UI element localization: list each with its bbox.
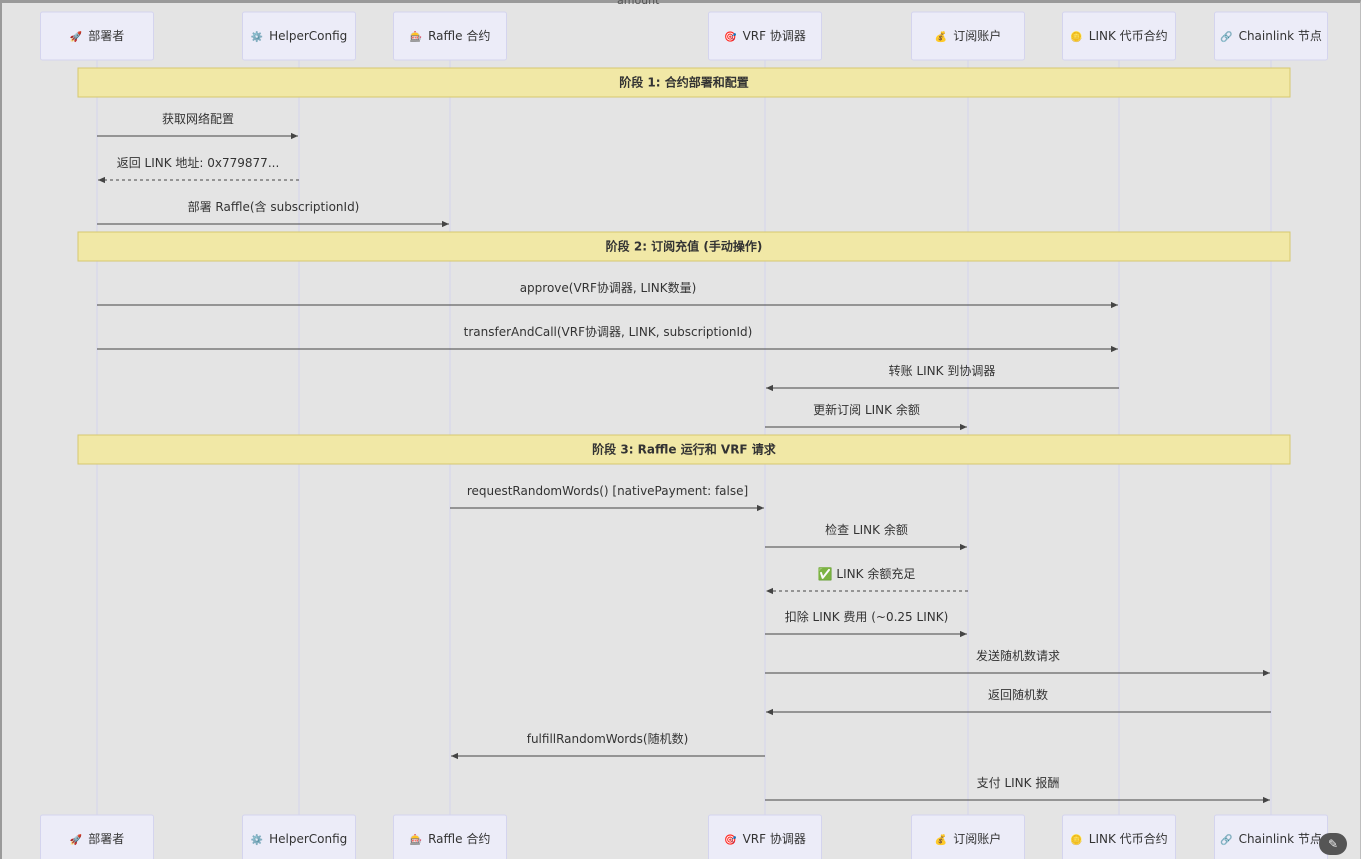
- message-label: 检查 LINK 余额: [825, 522, 908, 537]
- actor-icon: 🚀: [70, 30, 83, 43]
- actor-helper-bottom: ⚙️HelperConfig: [242, 814, 356, 859]
- actor-raffle-bottom: 🎰Raffle 合约: [393, 814, 507, 859]
- message-9: 检查 LINK 余额: [765, 522, 967, 551]
- actor-icon: 🎯: [724, 31, 737, 43]
- clipped-top-label: amount: [617, 0, 660, 7]
- message-label: 更新订阅 LINK 余额: [813, 402, 920, 417]
- message-label: 发送随机数请求: [976, 648, 1060, 663]
- actor-icon: 🔗: [1220, 30, 1233, 43]
- actor-icon: ⚙️: [251, 30, 263, 43]
- actor-deployer-bottom: 🚀部署者: [40, 814, 154, 859]
- message-14: fulfillRandomWords(随机数): [451, 731, 765, 760]
- message-13: 返回随机数: [766, 687, 1271, 716]
- message-3: 部署 Raffle(含 subscriptionId): [97, 199, 449, 228]
- actor-node-top: 🔗Chainlink 节点: [1214, 11, 1328, 61]
- message-label: 支付 LINK 报酬: [977, 775, 1060, 790]
- message-label: 部署 Raffle(含 subscriptionId): [188, 199, 360, 214]
- actor-label: 🔗Chainlink 节点: [1220, 29, 1322, 43]
- actor-icon: 🎯: [724, 834, 737, 846]
- actor-icon: 💰: [935, 30, 947, 43]
- magic-wand-button[interactable]: ✎: [1319, 833, 1347, 855]
- actor-label: 🪙LINK 代币合约: [1070, 831, 1167, 846]
- actor-label: 🎯VRF 协调器: [724, 831, 806, 846]
- actor-vrf-top: 🎯VRF 协调器: [708, 11, 822, 61]
- phase-note-2: 阶段 2: 订阅充值 (手动操作): [77, 231, 1291, 262]
- actor-label: 💰订阅账户: [935, 831, 1001, 846]
- message-10: ✅ LINK 余额充足: [766, 566, 968, 595]
- message-2: 返回 LINK 地址: 0x779877...: [98, 156, 299, 184]
- message-5: transferAndCall(VRF协调器, LINK, subscripti…: [97, 324, 1118, 353]
- message-label: transferAndCall(VRF协调器, LINK, subscripti…: [464, 324, 753, 339]
- actor-deployer-top: 🚀部署者: [40, 11, 154, 61]
- actor-icon: 🎰: [410, 30, 422, 43]
- actor-label: 🚀部署者: [70, 28, 124, 43]
- message-15: 支付 LINK 报酬: [765, 775, 1270, 804]
- message-label: 扣除 LINK 费用 (~0.25 LINK): [785, 609, 949, 624]
- actor-vrf-bottom: 🎯VRF 协调器: [708, 814, 822, 859]
- actor-link-bottom: 🪙LINK 代币合约: [1062, 814, 1176, 859]
- message-label: fulfillRandomWords(随机数): [527, 731, 689, 746]
- actor-label: ⚙️HelperConfig: [251, 29, 348, 43]
- actor-node-bottom: 🔗Chainlink 节点: [1214, 814, 1328, 859]
- message-label: approve(VRF协调器, LINK数量): [520, 280, 697, 295]
- actor-sub-top: 💰订阅账户: [911, 11, 1025, 61]
- message-label: 返回随机数: [988, 687, 1048, 702]
- actor-label: ⚙️HelperConfig: [251, 832, 348, 846]
- actor-icon: 🎰: [410, 833, 422, 846]
- message-6: 转账 LINK 到协调器: [766, 363, 1119, 392]
- actor-label: 💰订阅账户: [935, 28, 1001, 43]
- svg-text:阶段 2: 订阅充值 (手动操作): 阶段 2: 订阅充值 (手动操作): [606, 239, 763, 254]
- actor-raffle-top: 🎰Raffle 合约: [393, 11, 507, 61]
- actor-icon: ⚙️: [251, 833, 263, 846]
- message-8: requestRandomWords() [nativePayment: fal…: [450, 484, 764, 512]
- phase-note-1: 阶段 1: 合约部署和配置: [77, 67, 1291, 98]
- actor-sub-bottom: 💰订阅账户: [911, 814, 1025, 859]
- actor-label: 🪙LINK 代币合约: [1070, 28, 1167, 43]
- actor-label: 🔗Chainlink 节点: [1220, 832, 1322, 846]
- message-11: 扣除 LINK 费用 (~0.25 LINK): [765, 609, 967, 638]
- phase-note-3: 阶段 3: Raffle 运行和 VRF 请求: [77, 434, 1291, 465]
- message-label: requestRandomWords() [nativePayment: fal…: [467, 484, 748, 498]
- message-4: approve(VRF协调器, LINK数量): [97, 280, 1118, 309]
- actor-icon: 🔗: [1220, 833, 1233, 846]
- actor-icon: 🚀: [70, 833, 83, 846]
- actor-helper-top: ⚙️HelperConfig: [242, 11, 356, 61]
- actor-label: 🎰Raffle 合约: [410, 831, 491, 846]
- message-1: 获取网络配置: [97, 111, 298, 140]
- actor-icon: 🪙: [1070, 833, 1082, 846]
- message-label: 返回 LINK 地址: 0x779877...: [117, 156, 280, 170]
- message-label: ✅ LINK 余额充足: [818, 566, 916, 581]
- svg-text:阶段 3: Raffle 运行和 VRF 请求: 阶段 3: Raffle 运行和 VRF 请求: [592, 442, 777, 457]
- svg-text:阶段 1: 合约部署和配置: 阶段 1: 合约部署和配置: [619, 75, 749, 90]
- actor-link-top: 🪙LINK 代币合约: [1062, 11, 1176, 61]
- actor-label: 🎯VRF 协调器: [724, 28, 806, 43]
- message-7: 更新订阅 LINK 余额: [765, 402, 967, 431]
- message-12: 发送随机数请求: [765, 648, 1270, 677]
- actor-icon: 💰: [935, 833, 947, 846]
- actor-label: 🎰Raffle 合约: [410, 28, 491, 43]
- message-label: 转账 LINK 到协调器: [889, 363, 996, 378]
- actor-label: 🚀部署者: [70, 831, 124, 846]
- message-label: 获取网络配置: [162, 111, 234, 126]
- actor-icon: 🪙: [1070, 30, 1082, 43]
